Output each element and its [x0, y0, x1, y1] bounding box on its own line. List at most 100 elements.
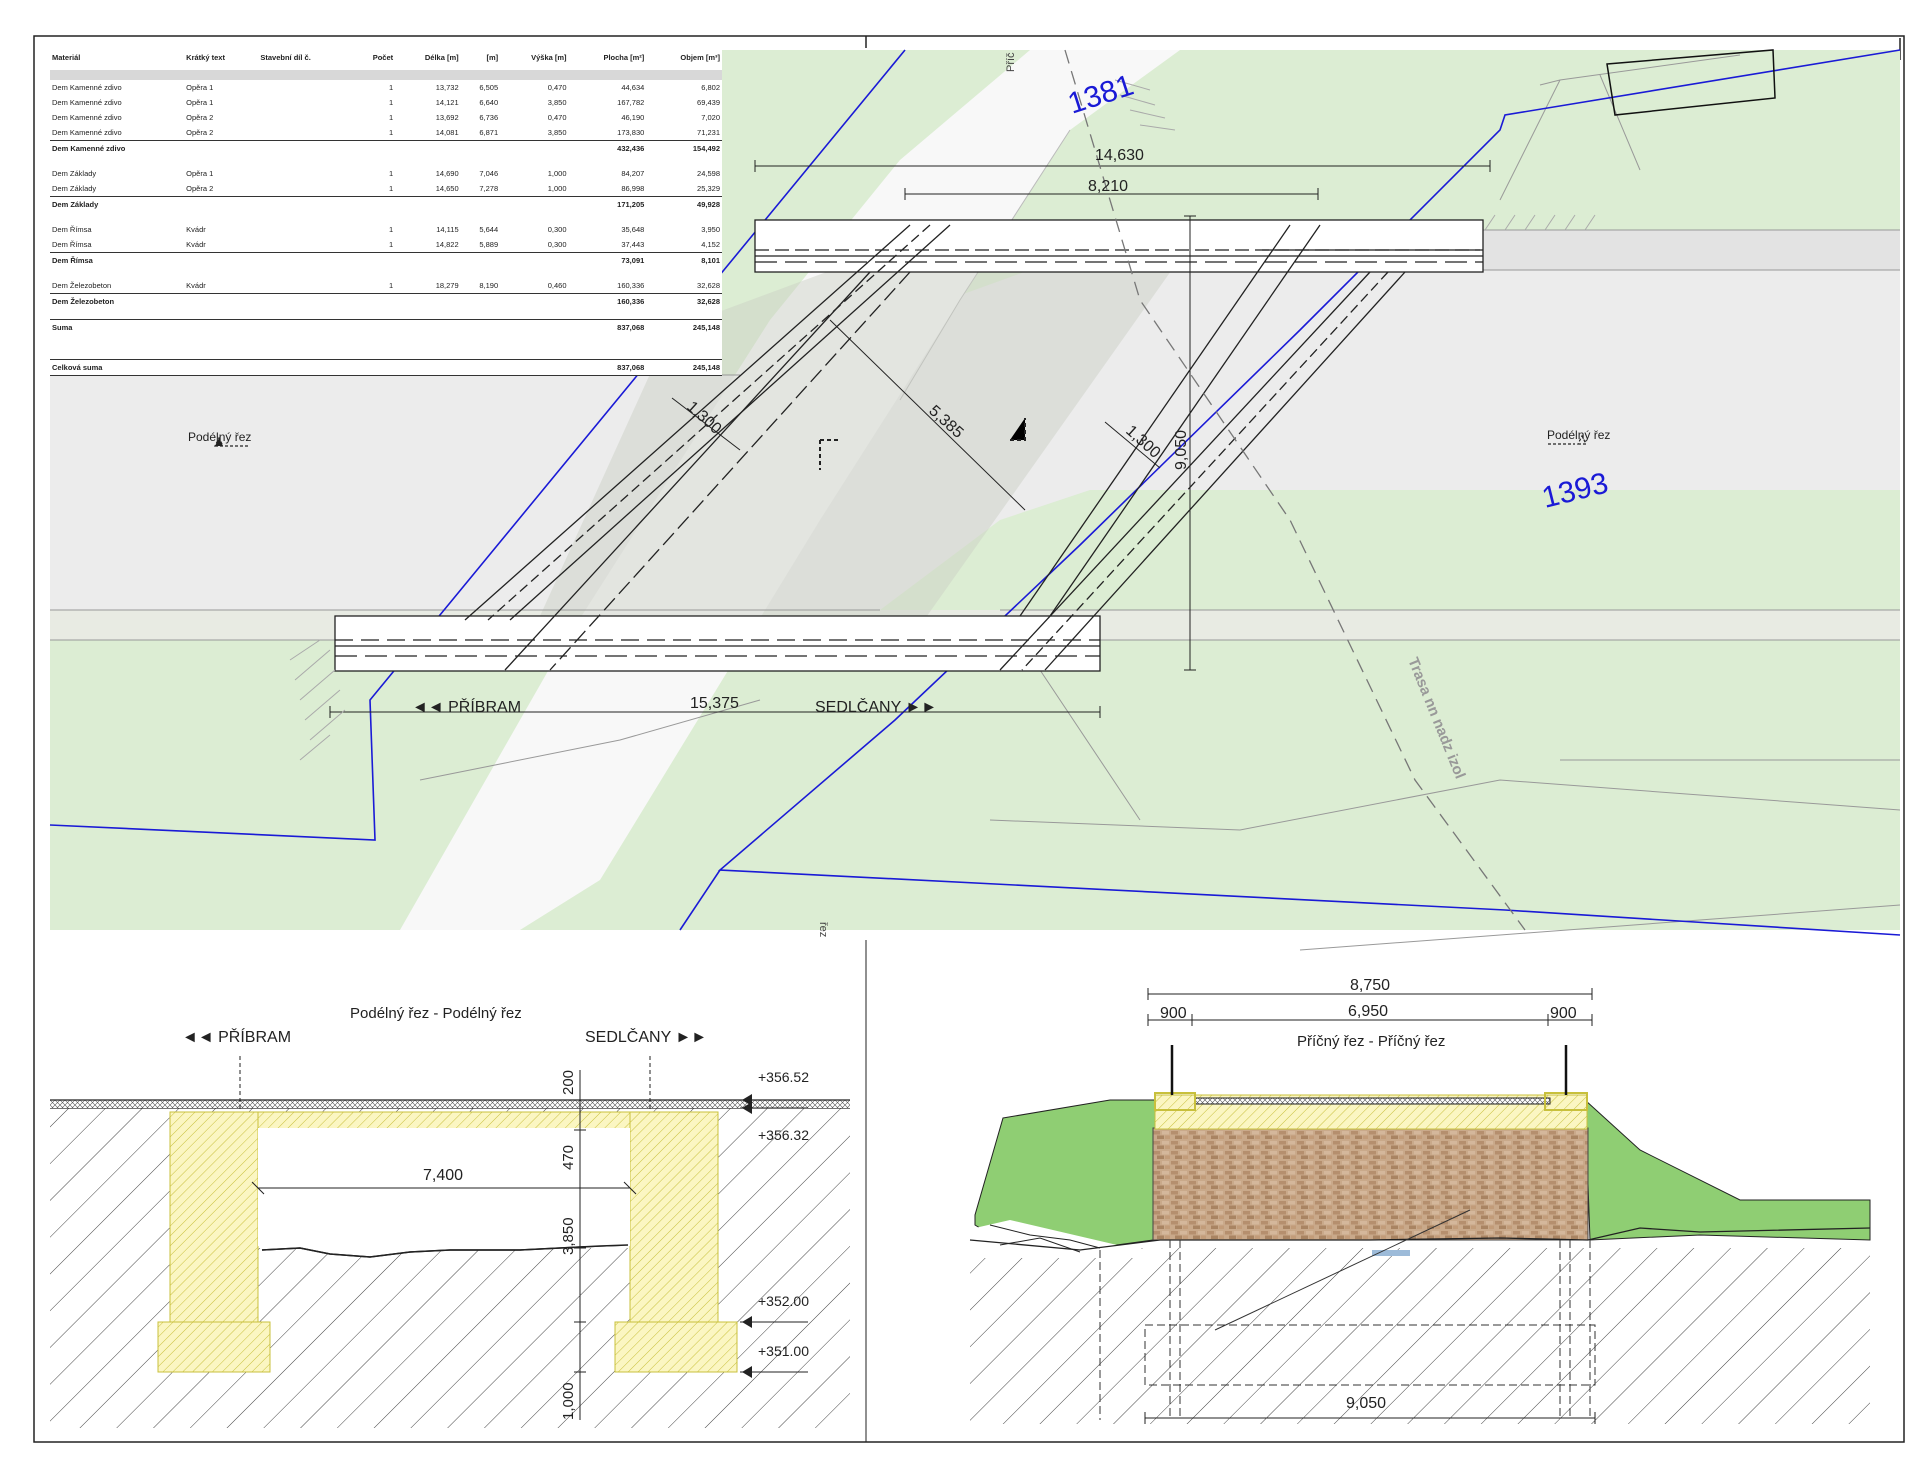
- table-row: [50, 70, 722, 80]
- dim-200: 200: [560, 1070, 577, 1095]
- table-cell: [395, 252, 461, 278]
- table-cell: [460, 252, 501, 278]
- dim-top-outer: 14,630: [1095, 147, 1144, 164]
- table-cell: 5,644: [479, 225, 499, 234]
- table-cell: Dem Kamenné zdivo: [52, 83, 122, 92]
- table-cell: Kvádr: [186, 240, 206, 249]
- table-cell: [258, 95, 352, 110]
- table-cell: Opěra 1: [186, 83, 214, 92]
- table-cell: 7,020: [701, 113, 720, 122]
- dim-1000: 1,000: [560, 1382, 577, 1420]
- long-section-right-direction: SEDLČANY ►►: [585, 1027, 707, 1046]
- table-cell: Dem Římsa: [52, 225, 92, 234]
- table-cell: 6,640: [479, 98, 499, 107]
- section-mark-right: Podélný řez: [1547, 428, 1610, 442]
- table-cell: 0,460: [547, 281, 567, 290]
- table-cell: [184, 196, 259, 222]
- table-cell: Opěra 2: [186, 128, 214, 137]
- table-cell: [352, 319, 396, 345]
- table-cell: 0,470: [547, 83, 567, 92]
- table-cell: 6,505: [479, 83, 499, 92]
- table-cell: [352, 140, 396, 166]
- table-cell: Dem Základy: [50, 196, 185, 222]
- cross-dim-right: 900: [1550, 1005, 1577, 1022]
- table-cell: 14,081: [435, 128, 459, 137]
- table-cell: 1: [388, 113, 394, 122]
- col-height: Výška [m]: [531, 53, 567, 62]
- table-cell: [352, 293, 396, 320]
- table-cell: [395, 140, 461, 166]
- dim-bottom: 15,375: [690, 695, 739, 712]
- cut-text-bottom: řez: [817, 922, 829, 937]
- col-short-text: Krátký text: [186, 53, 225, 62]
- table-band: [50, 70, 722, 80]
- table-cell: Dem Železobeton: [52, 281, 112, 290]
- table-cell: 4,152: [701, 240, 720, 249]
- table-cell: Kvádr: [186, 281, 206, 290]
- col-part-no: Stavební díl č.: [260, 53, 311, 62]
- col-material: Materiál: [52, 53, 81, 62]
- table-cell: [184, 293, 259, 320]
- table-cell: 1: [388, 225, 394, 234]
- cross-dim-bottom: 9,050: [1346, 1395, 1386, 1412]
- cross-dim-mid: 6,950: [1348, 1003, 1388, 1020]
- table-cell: [184, 359, 259, 376]
- table-cell: [258, 110, 352, 125]
- col-width: [m]: [486, 53, 499, 62]
- table-cell: Opěra 2: [186, 184, 214, 193]
- table-cell: 1: [388, 98, 394, 107]
- table-cell: 167,782: [617, 98, 645, 107]
- table-cell: 13,732: [435, 83, 459, 92]
- table-cell: [258, 125, 352, 141]
- table-cell: 69,439: [697, 98, 720, 107]
- plan-direction-right: SEDLČANY ►►: [815, 697, 937, 716]
- level-352-00: +352.00: [758, 1293, 809, 1309]
- table-cell: [258, 237, 352, 253]
- table-cell: 245,148: [646, 319, 722, 345]
- longitudinal-section: Podélný řez - Podélný řez ◄◄ PŘÍBRAM SED…: [50, 1005, 850, 1428]
- table-cell: [395, 293, 461, 320]
- col-count: Počet: [372, 53, 394, 62]
- table-spacer: [50, 345, 722, 360]
- table-cell: 24,598: [697, 169, 720, 178]
- table-cell: Opěra 1: [186, 169, 214, 178]
- table-cell: 44,634: [621, 83, 645, 92]
- col-length: Délka [m]: [424, 53, 459, 62]
- table-cell: Dem Železobeton: [50, 293, 185, 320]
- table-cell: [395, 196, 461, 222]
- table-cell: 245,148: [646, 359, 722, 376]
- table-cell: [460, 359, 501, 376]
- table-cell: [258, 166, 352, 181]
- table-cell: 14,650: [435, 184, 459, 193]
- level-351-00: +351.00: [758, 1343, 809, 1359]
- col-volume: Objem [m³]: [680, 53, 720, 62]
- table-cell: [500, 252, 569, 278]
- table-cell: 14,690: [435, 169, 459, 178]
- table-cell: 73,091: [568, 252, 647, 278]
- section-mark-left: Podélný řez: [188, 430, 251, 444]
- table-cell: 13,692: [435, 113, 459, 122]
- table-cell: [258, 196, 353, 222]
- dim-3850: 3,850: [560, 1217, 577, 1255]
- table-cell: 0,470: [547, 113, 567, 122]
- col-area: Plocha [m²]: [603, 53, 645, 62]
- table-cell: 25,329: [697, 184, 720, 193]
- table-cell: 1,000: [547, 169, 567, 178]
- long-section-title: Podélný řez - Podélný řez: [350, 1005, 522, 1022]
- table-cell: 1: [388, 281, 394, 290]
- table-cell: Dem Základy: [52, 169, 97, 178]
- quantity-table: Materiál Krátký text Stavební díl č. Poč…: [50, 50, 722, 376]
- table-cell: Dem Kamenné zdivo: [52, 128, 122, 137]
- table-cell: 71,231: [697, 128, 720, 137]
- sheet-frame: [33, 35, 1905, 1443]
- table-cell: 14,822: [435, 240, 459, 249]
